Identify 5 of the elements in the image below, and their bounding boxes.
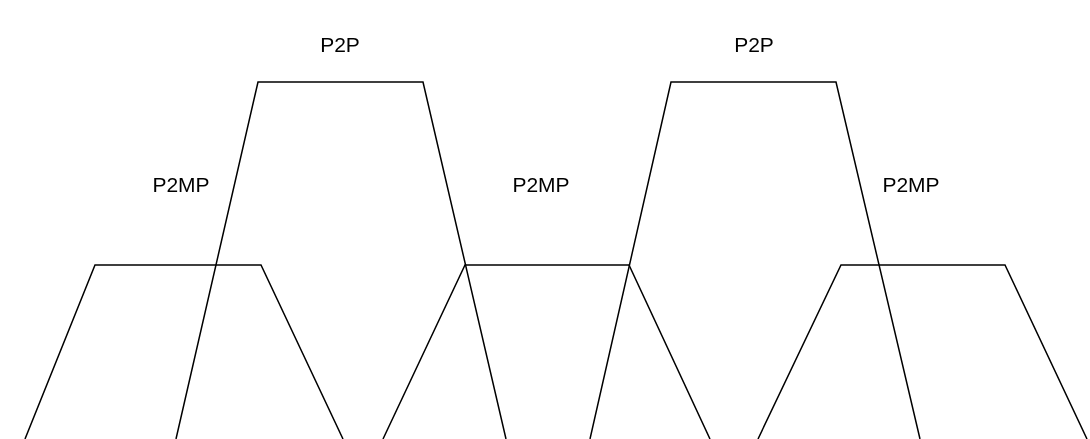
mode-label: P2P: [320, 33, 360, 57]
mode-label: P2MP: [152, 173, 210, 197]
mode-label: P2P: [734, 33, 774, 57]
mode-label: P2MP: [512, 173, 570, 197]
mode-label: P2MP: [882, 173, 940, 197]
